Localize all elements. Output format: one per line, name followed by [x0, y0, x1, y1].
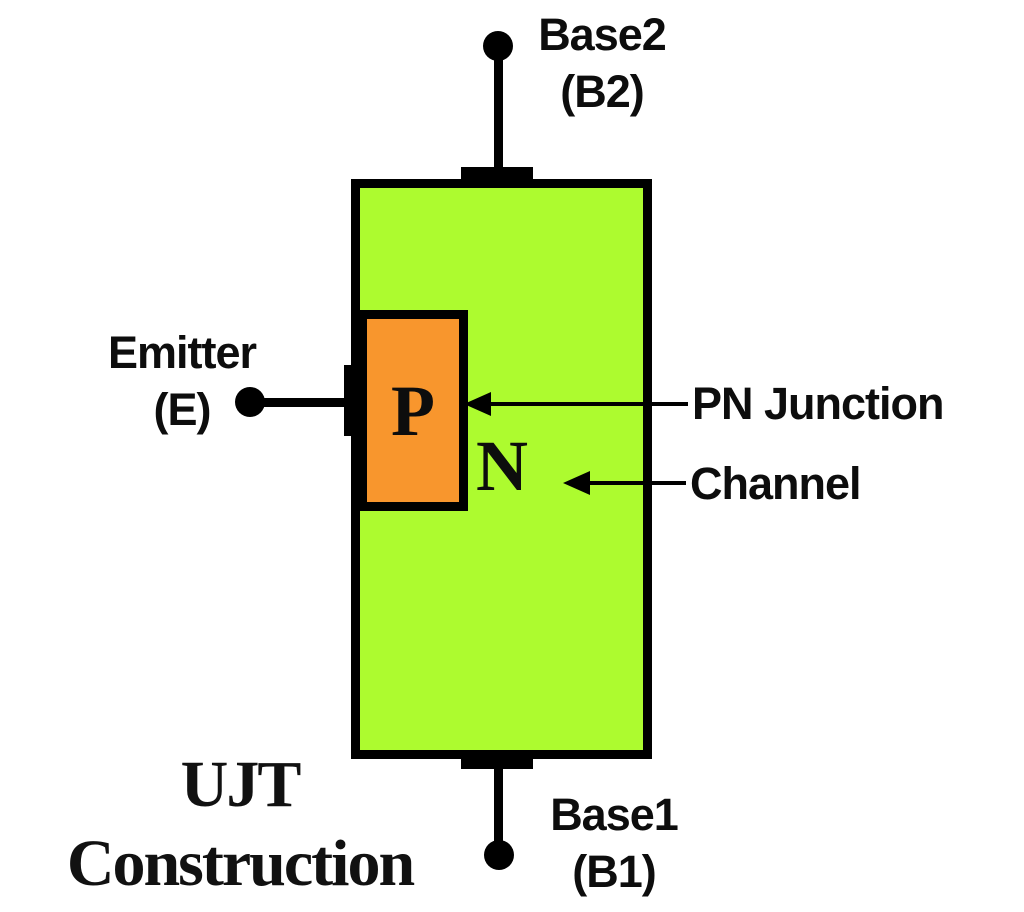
- p-region: P: [358, 310, 468, 511]
- base1-abbr: (B1): [572, 846, 657, 897]
- channel-label: Channel: [690, 458, 862, 509]
- diagram-title-line1: UJT: [180, 748, 302, 821]
- base1-terminal-dot: [484, 840, 514, 870]
- emitter-label-group: Emitter (E): [98, 324, 266, 438]
- base2-terminal-dot: [483, 31, 513, 61]
- n-region-label: N: [476, 426, 528, 506]
- emitter-label: Emitter: [107, 327, 257, 378]
- base1-contact-pad: [461, 753, 533, 769]
- pn-junction-arrow-line: [480, 402, 688, 406]
- base2-label-group: Base2 (B2): [535, 6, 669, 120]
- base2-abbr: (B2): [560, 66, 645, 117]
- emitter-lead-wire: [248, 398, 348, 407]
- base2-lead-wire: [494, 42, 503, 170]
- p-region-label: P: [391, 370, 435, 451]
- pn-junction-label: PN Junction: [692, 378, 945, 429]
- emitter-terminal-dot: [235, 387, 265, 417]
- emitter-contact-pad: [344, 365, 359, 436]
- base1-label: Base1: [550, 789, 679, 840]
- channel-arrow-line: [583, 481, 686, 485]
- base1-label-group: Base1 (B1): [548, 786, 680, 900]
- diagram-title: UJT Construction: [22, 746, 458, 904]
- emitter-abbr: (E): [153, 384, 212, 435]
- diagram-title-line2: Construction: [66, 827, 415, 900]
- base2-label: Base2: [538, 9, 667, 60]
- base2-contact-pad: [461, 167, 533, 183]
- base1-lead-wire: [494, 767, 503, 845]
